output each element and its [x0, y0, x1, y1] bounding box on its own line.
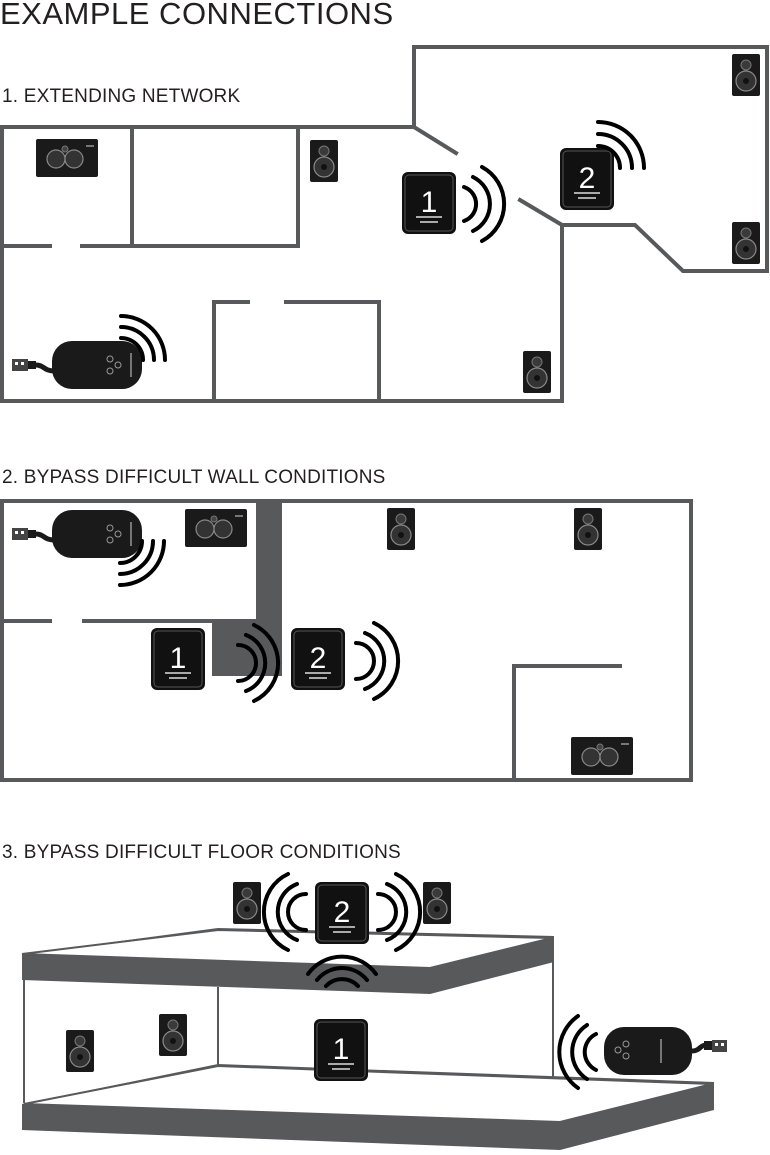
page-title: EXAMPLE CONNECTIONS [0, 0, 394, 31]
usb-plug-icon [712, 1040, 727, 1052]
speaker-icon [386, 507, 416, 551]
section-3-title: 3. BYPASS DIFFICULT FLOOR CONDITIONS [2, 842, 401, 863]
section-1-title: 1. EXTENDING NETWORK [2, 86, 241, 107]
repeater-1: 1 [401, 171, 457, 235]
speaker-icon [731, 53, 761, 97]
wireless-adapter-icon [604, 1027, 727, 1075]
repeater-number: 1 [170, 642, 187, 675]
bar-speaker [35, 138, 99, 178]
repeater-number: 1 [333, 1033, 350, 1066]
speaker-icon [422, 881, 452, 925]
repeater-2: 2 [559, 147, 615, 211]
bar-speaker [184, 508, 248, 548]
repeater-number: 1 [421, 186, 438, 219]
speaker-icon [309, 139, 339, 183]
wireless-adapter-icon [12, 510, 142, 558]
signal-waves-icon [462, 165, 507, 243]
section-3-building [21, 928, 714, 1150]
signal-waves-icon [306, 954, 378, 988]
repeater-number: 2 [334, 896, 351, 929]
signal-waves-icon [261, 872, 423, 952]
signal-waves-icon [596, 120, 646, 170]
speaker-icon [158, 1013, 188, 1057]
repeater-number: 2 [310, 642, 327, 675]
signal-waves-icon [118, 539, 166, 587]
repeater-number: 2 [579, 162, 596, 195]
speaker-icon [731, 221, 761, 265]
repeater-1: 1 [150, 627, 206, 691]
signal-waves-icon [354, 621, 401, 701]
section-1-floorplan [0, 45, 769, 403]
repeater-2: 2 [314, 881, 370, 945]
signal-waves-icon [236, 623, 281, 703]
bar-speaker [570, 736, 634, 776]
speaker-icon [232, 881, 262, 925]
speaker-icon [573, 507, 603, 551]
section-2-title: 2. BYPASS DIFFICULT WALL CONDITIONS [2, 467, 386, 488]
repeater-2: 2 [290, 627, 346, 691]
signal-waves-icon [557, 1014, 598, 1090]
speaker-icon [65, 1029, 95, 1073]
speaker-icon [522, 350, 552, 394]
repeater-1: 1 [313, 1018, 369, 1082]
wireless-adapter-icon [12, 341, 142, 389]
signal-waves-icon [119, 314, 167, 362]
